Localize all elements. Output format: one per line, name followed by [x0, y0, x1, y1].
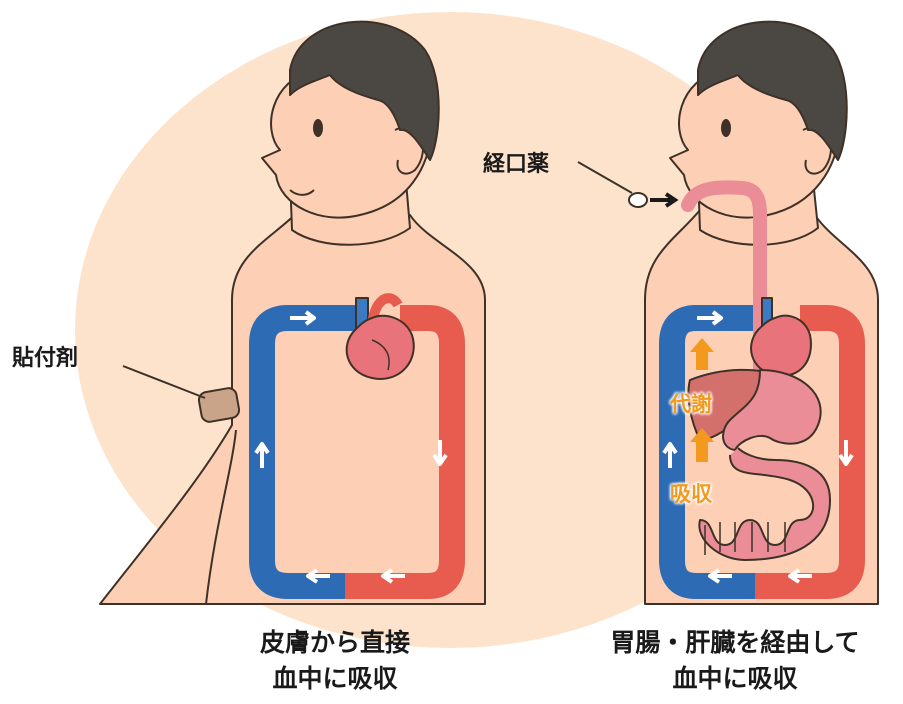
patch-label: 貼付剤	[12, 340, 78, 372]
right-eye	[721, 119, 731, 137]
skin-patch	[198, 387, 241, 423]
right-caption: 胃腸・肝臓を経由して 血中に吸収	[575, 625, 895, 697]
metabolism-label: 代謝	[670, 388, 712, 418]
left-caption: 皮膚から直接 血中に吸収	[175, 625, 495, 697]
left-caption-line1: 皮膚から直接	[175, 625, 495, 661]
left-eye	[313, 119, 323, 137]
right-person	[645, 22, 878, 604]
left-caption-line2: 血中に吸収	[175, 661, 495, 697]
absorption-label: 吸収	[670, 478, 712, 508]
pill-icon	[629, 193, 647, 207]
right-caption-line1: 胃腸・肝臓を経由して	[575, 625, 895, 661]
right-caption-line2: 血中に吸収	[575, 661, 895, 697]
oral-medicine-label: 経口薬	[483, 146, 549, 178]
